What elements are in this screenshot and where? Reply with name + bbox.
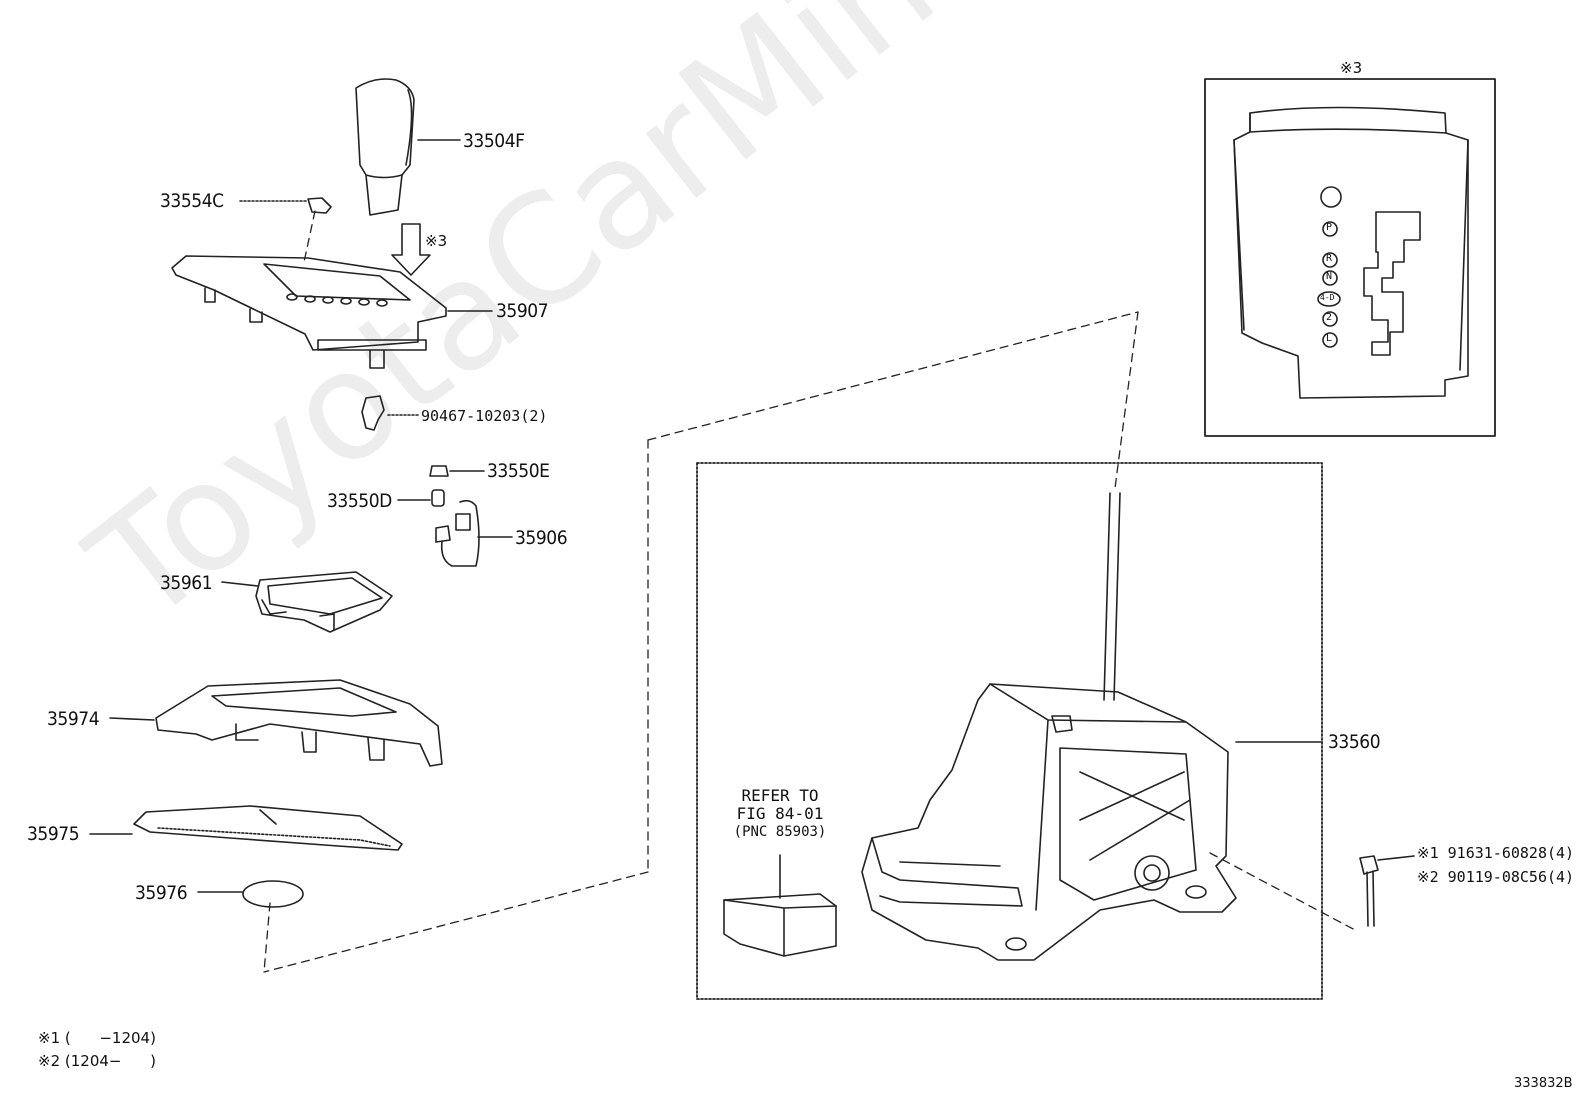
cap-illustration bbox=[239, 197, 332, 214]
label-cap: 33554C bbox=[160, 190, 224, 212]
label-bracket: 35961 bbox=[160, 572, 213, 594]
indicator-housing-illustration bbox=[171, 255, 493, 369]
position-p: P bbox=[1326, 222, 1333, 233]
label-lower-cover: 35974 bbox=[47, 708, 100, 730]
diagram-code: 333832B bbox=[1514, 1076, 1573, 1091]
projection-lines bbox=[263, 210, 1356, 973]
bracket-illustration bbox=[221, 571, 393, 633]
footnote-2: ※2 (1204− ) bbox=[38, 1052, 156, 1070]
wire-illustration bbox=[435, 499, 513, 567]
label-disc: 35976 bbox=[135, 882, 188, 904]
refer-box-illustration bbox=[723, 854, 837, 957]
plate-illustration bbox=[89, 805, 403, 851]
position-n: N bbox=[1326, 271, 1333, 282]
shift-knob-illustration bbox=[355, 78, 461, 216]
label-plate: 35975 bbox=[27, 823, 80, 845]
bulb-holder-illustration bbox=[429, 465, 485, 477]
clip-illustration bbox=[361, 395, 419, 431]
label-bulb-holder: 33550E bbox=[487, 460, 550, 482]
label-knob: 33504F bbox=[463, 130, 525, 152]
position-2: 2 bbox=[1326, 312, 1333, 323]
position-4d: 4-D bbox=[1320, 293, 1335, 302]
lower-cover-illustration bbox=[109, 679, 443, 767]
position-r: R bbox=[1326, 253, 1333, 264]
label-wire: 35906 bbox=[515, 527, 568, 549]
label-arrow-ref: ※3 bbox=[425, 232, 448, 250]
label-bulb: 33550D bbox=[327, 490, 392, 512]
refer-line3: (PNC 85903) bbox=[733, 823, 827, 840]
label-shift-lever-assy: 33560 bbox=[1328, 731, 1381, 753]
assembly-frame bbox=[696, 462, 1323, 1000]
label-bolt-note2: ※2 90119-08C56(4) bbox=[1417, 868, 1575, 886]
bolt-illustration bbox=[1359, 855, 1415, 927]
shift-lever-assembly-illustration bbox=[861, 492, 1323, 961]
label-bolt-note1: ※1 91631-60828(4) bbox=[1417, 844, 1575, 862]
reference-arrow bbox=[391, 223, 431, 276]
inset-title: ※3 bbox=[1340, 59, 1363, 77]
refer-line2: FIG 84-01 bbox=[736, 804, 824, 824]
disc-illustration bbox=[197, 880, 304, 908]
position-l: L bbox=[1326, 333, 1333, 344]
refer-note: REFER TO FIG 84-01 (PNC 85903) bbox=[720, 786, 840, 840]
indicator-plate-illustration bbox=[1233, 106, 1469, 399]
label-clip: 90467-10203(2) bbox=[421, 407, 548, 425]
label-indicator-housing: 35907 bbox=[496, 300, 549, 322]
refer-line1: REFER TO bbox=[741, 786, 819, 805]
footnote-1: ※1 ( −1204) bbox=[38, 1029, 156, 1047]
bulb-illustration bbox=[397, 489, 445, 507]
inset-frame bbox=[1204, 78, 1496, 437]
